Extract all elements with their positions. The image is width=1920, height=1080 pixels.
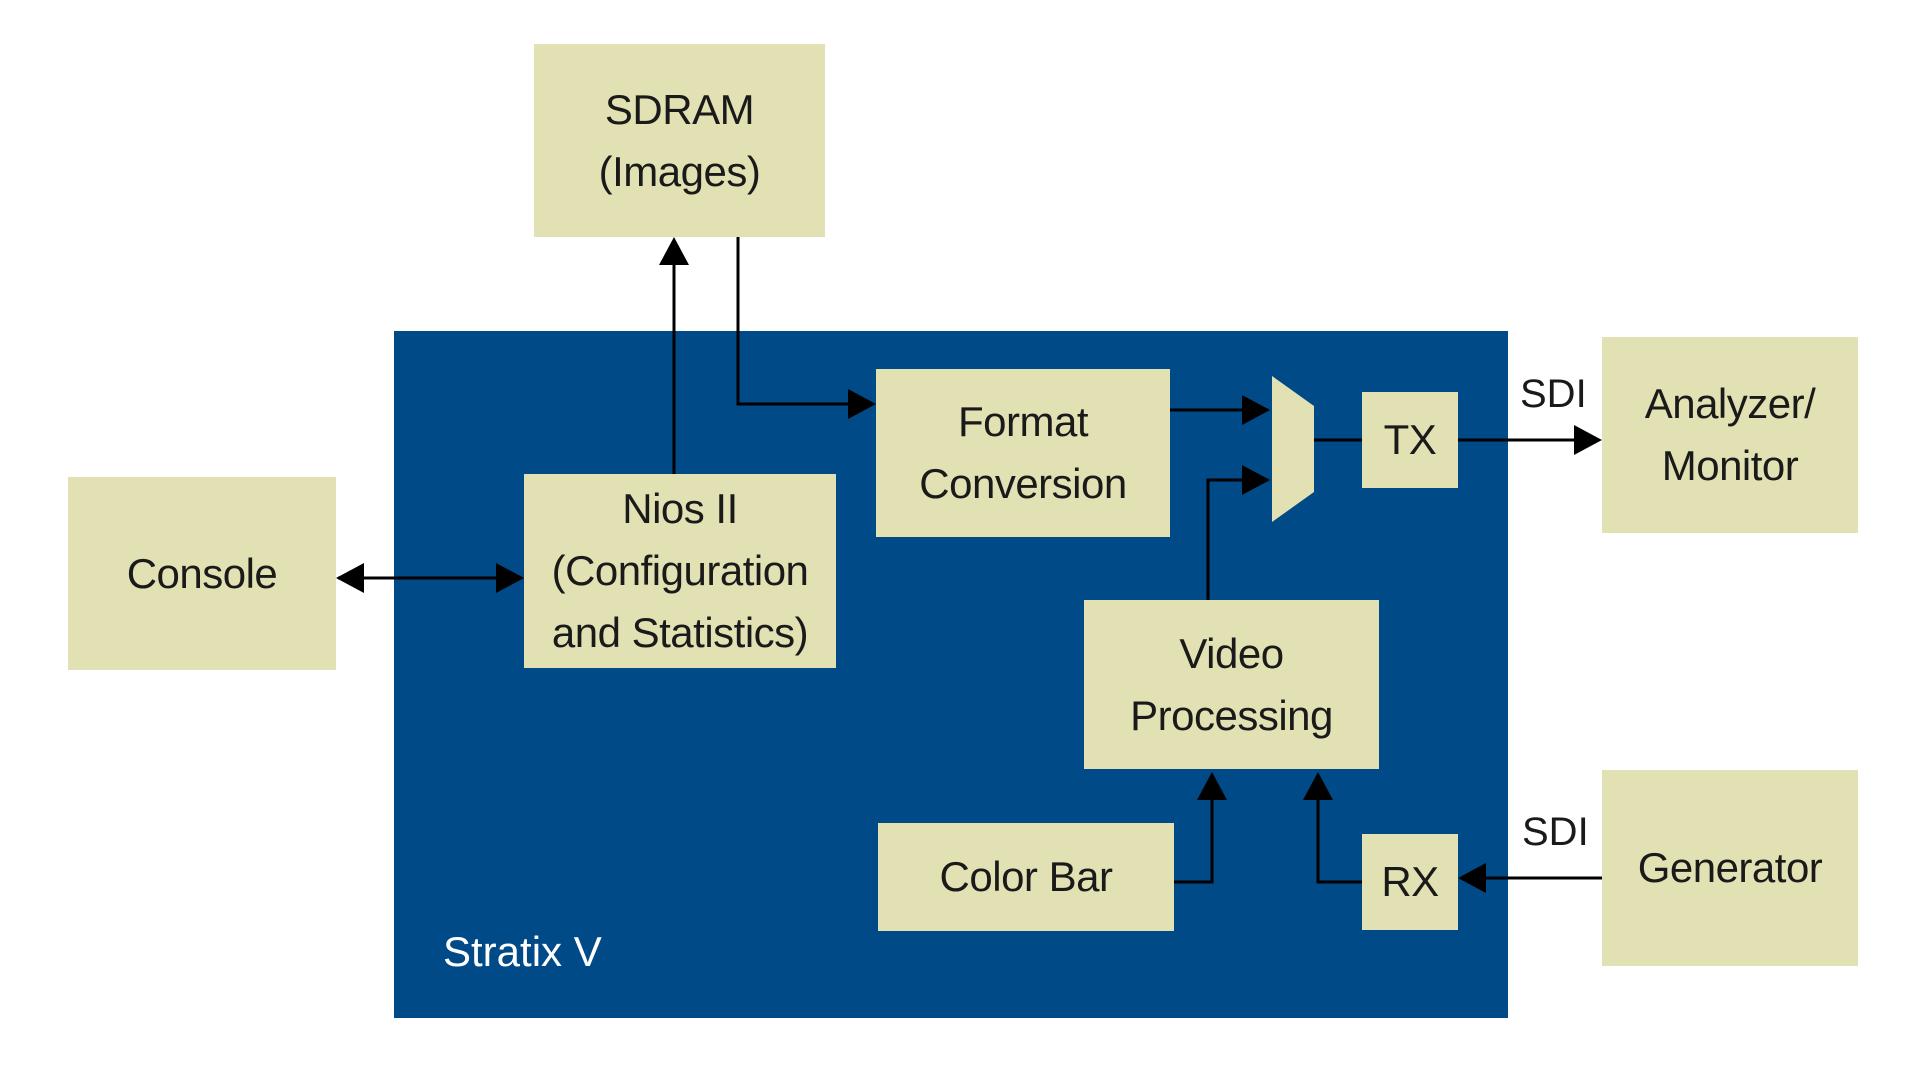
tx-block: TX [1362,392,1458,488]
format-label-1: Format [957,398,1089,445]
color-bar-label: Color Bar [939,853,1113,900]
sdram-label: SDRAM [604,85,755,133]
sdi-input-label: SDI [1522,810,1589,854]
console-label: Console [126,549,278,597]
format-label-2: Conversion [919,460,1127,507]
rx-label: RX [1381,858,1439,905]
analyzer-arrowhead [1574,425,1602,455]
tx-label: TX [1383,416,1437,463]
generator-label: Generator [1637,844,1823,891]
nios-sublabel-2: and Statistics) [551,609,809,656]
rx-block: RX [1362,834,1458,930]
generator-block: Generator [1602,770,1858,966]
color-bar-block: Color Bar [878,823,1174,931]
analyzer-label-2: Monitor [1661,442,1799,489]
chip-label: Stratix V [443,928,602,975]
video-label-2: Processing [1130,691,1333,739]
nios-sublabel-1: (Configuration [551,547,809,594]
analyzer-monitor-block: Analyzer/ Monitor [1602,337,1858,533]
console-block: Console [68,477,336,670]
nios-ii-block: Nios II (Configuration and Statistics) [524,474,836,668]
sdram-block: SDRAM (Images) [534,44,825,237]
sdi-output-label: SDI [1520,372,1587,416]
video-processing-block: Video Processing [1084,600,1379,769]
sdram-sublabel: (Images) [598,147,761,195]
analyzer-label-1: Analyzer/ [1644,380,1816,427]
nios-label: Nios II [622,485,738,532]
format-conversion-block: Format Conversion [876,369,1170,537]
sdram-arrowhead [659,237,689,265]
console-arrowhead [336,563,364,593]
video-label-1: Video [1179,629,1284,677]
